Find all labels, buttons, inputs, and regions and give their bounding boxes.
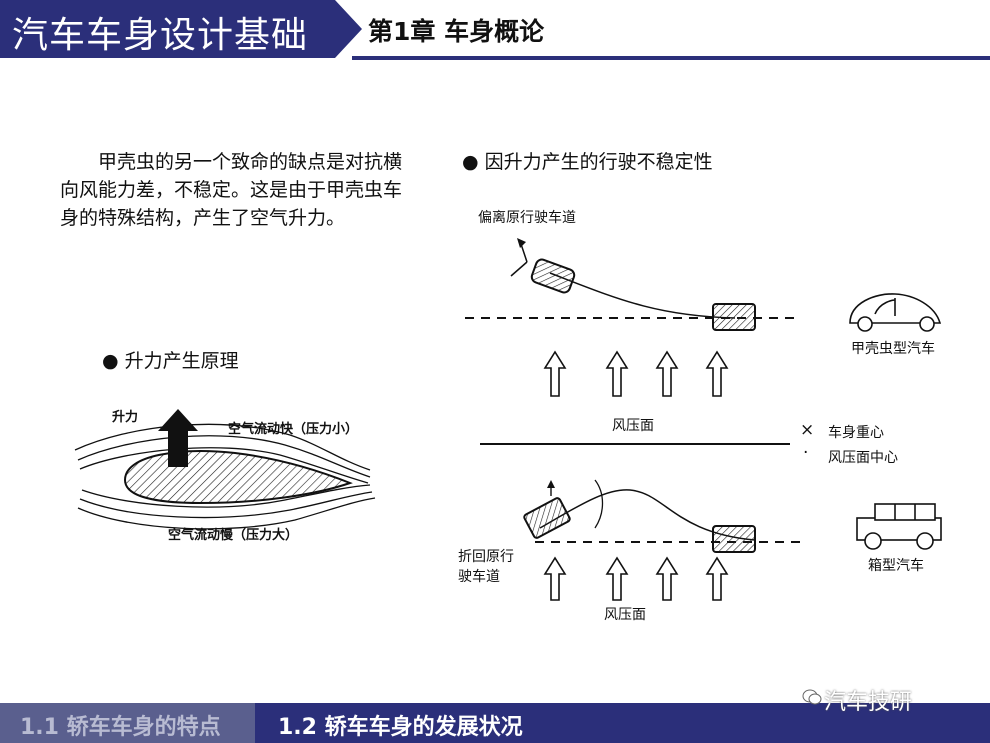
beetle-description: 甲壳虫的另一个致命的缺点是对抗横向风能力差，不稳定。这是由于甲壳虫车身的特殊结构… [60,151,403,229]
wechat-icon [802,689,822,705]
upper-flow-label: 空气流动快（压力小） [228,422,359,437]
wind-face-label-bottom: 风压面 [604,607,646,623]
watermark: 汽车技研 [824,690,913,715]
lift-label: 升力 [112,410,139,425]
cg-legend-marker: × [800,420,815,440]
chapter-title: 第1章 车身概论 [368,17,545,46]
header-underline [352,56,990,60]
footer-section-2-label[interactable]: 1.2 轿车车身的发展状况 [278,715,523,740]
lower-flow-label: 空气流动慢（压力大） [168,528,299,543]
course-title: 汽车车身设计基础 [12,15,309,56]
header-title-banner [0,0,362,58]
return-label-line1: 折回原行 [458,549,514,565]
cp-legend-marker: · [803,443,809,463]
cp-legend-label: 风压面中心 [828,450,898,466]
footer-tab-section-1[interactable] [0,703,255,743]
cg-legend-label: 车身重心 [828,425,884,441]
lift-principle-heading: ● 升力产生原理 [102,350,239,372]
instability-diagram [465,238,942,601]
return-label-line2: 驶车道 [458,569,500,585]
wind-face-label-top: 风压面 [612,418,654,434]
footer-section-1-label[interactable]: 1.1 轿车车身的特点 [20,715,221,740]
airfoil-diagram [74,409,376,530]
instability-heading: ● 因升力产生的行驶不稳定性 [462,151,713,173]
beetle-label: 甲壳虫型汽车 [851,341,935,357]
box-car-label: 箱型汽车 [868,558,924,574]
deviate-label: 偏离原行驶车道 [478,210,576,226]
